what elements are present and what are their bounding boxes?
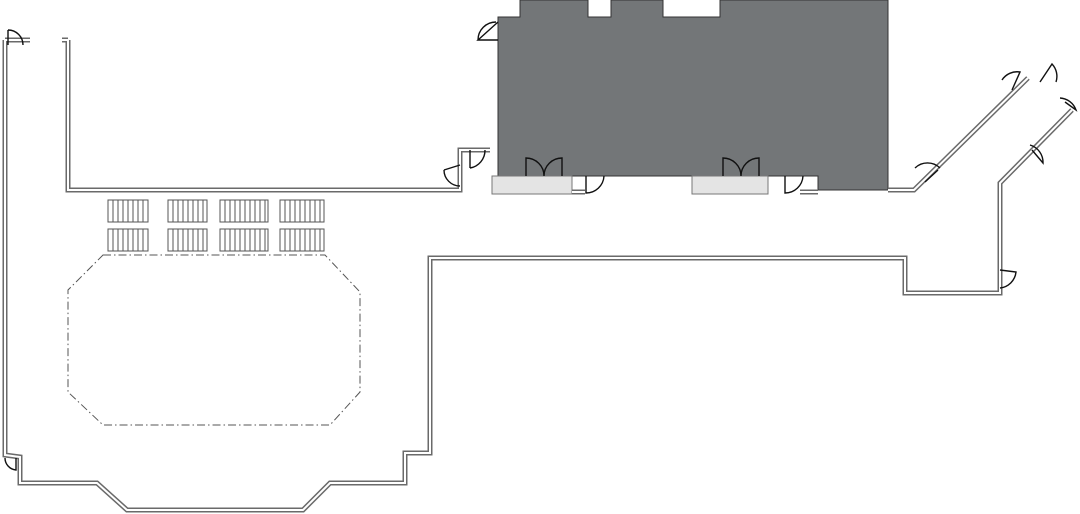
doors xyxy=(4,21,1078,471)
door-swing-icon xyxy=(585,175,605,194)
bleacher-section xyxy=(279,199,325,223)
door-swing-icon xyxy=(784,175,804,194)
door-swing-icon xyxy=(999,269,1017,289)
door-swing-icon xyxy=(914,162,941,183)
door-swing-icon xyxy=(7,29,24,46)
highlighted-room[interactable] xyxy=(497,0,889,191)
door-swing-icon xyxy=(722,157,760,177)
walls xyxy=(2,37,1074,513)
door-swing-icon xyxy=(1001,71,1022,91)
door-swing-icon xyxy=(1059,97,1078,112)
bleacher-section xyxy=(219,199,269,223)
door-swing-icon xyxy=(1029,144,1044,165)
door-swing-icon xyxy=(443,164,461,187)
entry-mat xyxy=(491,175,573,195)
door-swing-icon xyxy=(469,149,486,169)
entry-mat xyxy=(691,175,769,195)
door-swing-icon xyxy=(525,157,563,177)
door-swing-icon xyxy=(1039,62,1058,83)
bleachers xyxy=(107,199,325,252)
door-swing-icon xyxy=(4,457,17,471)
door-swing-icon xyxy=(476,21,499,41)
bleacher-section xyxy=(279,228,325,252)
court-outline xyxy=(67,254,361,426)
bleacher-section xyxy=(219,228,269,252)
